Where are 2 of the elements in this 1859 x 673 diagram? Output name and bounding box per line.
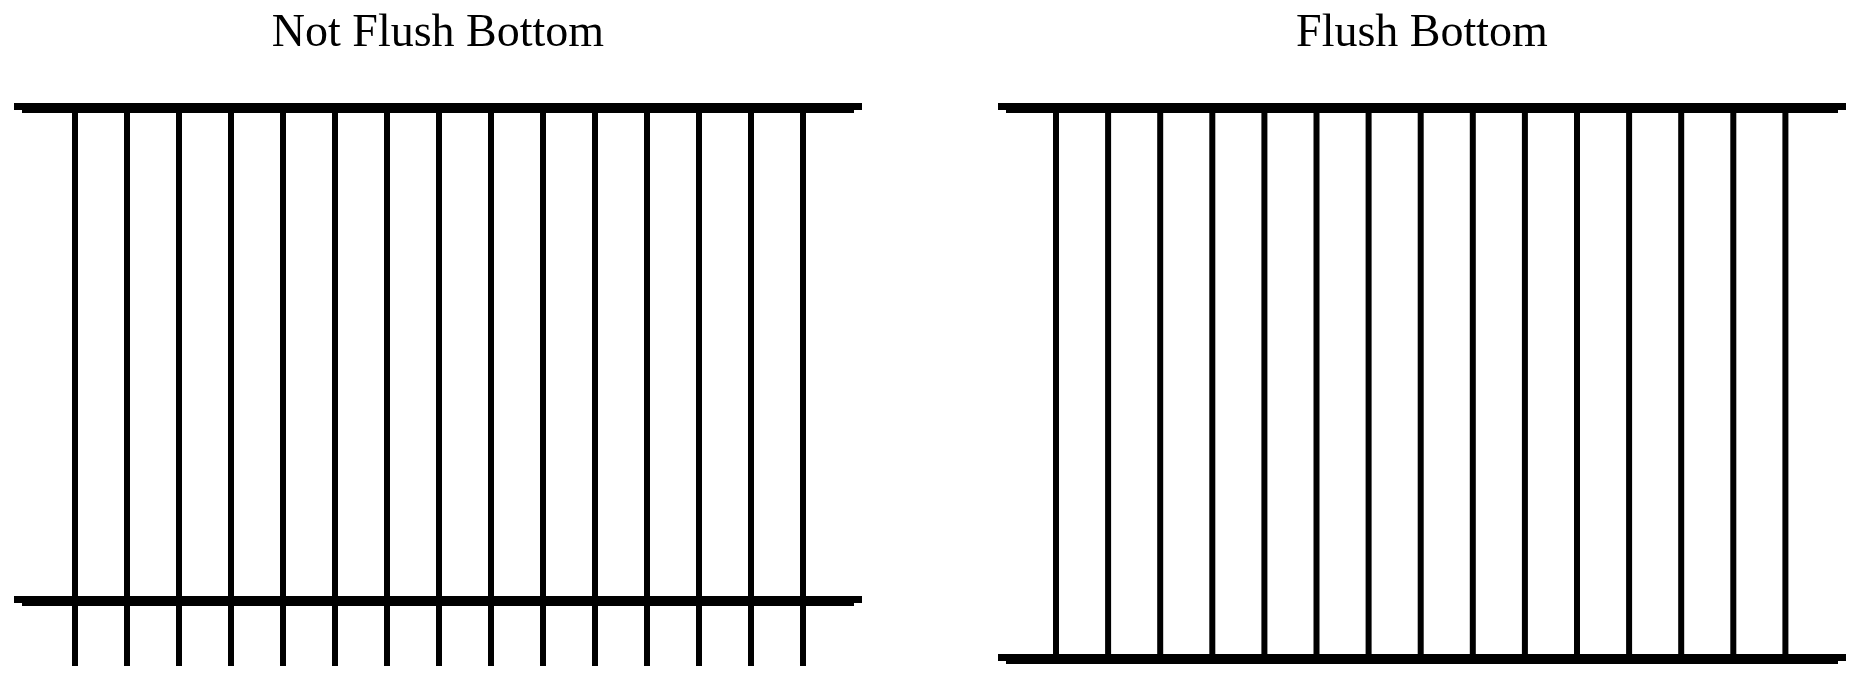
fence-title: Not Flush Bottom <box>271 4 605 57</box>
fence-title: Flush Bottom <box>1296 4 1548 57</box>
